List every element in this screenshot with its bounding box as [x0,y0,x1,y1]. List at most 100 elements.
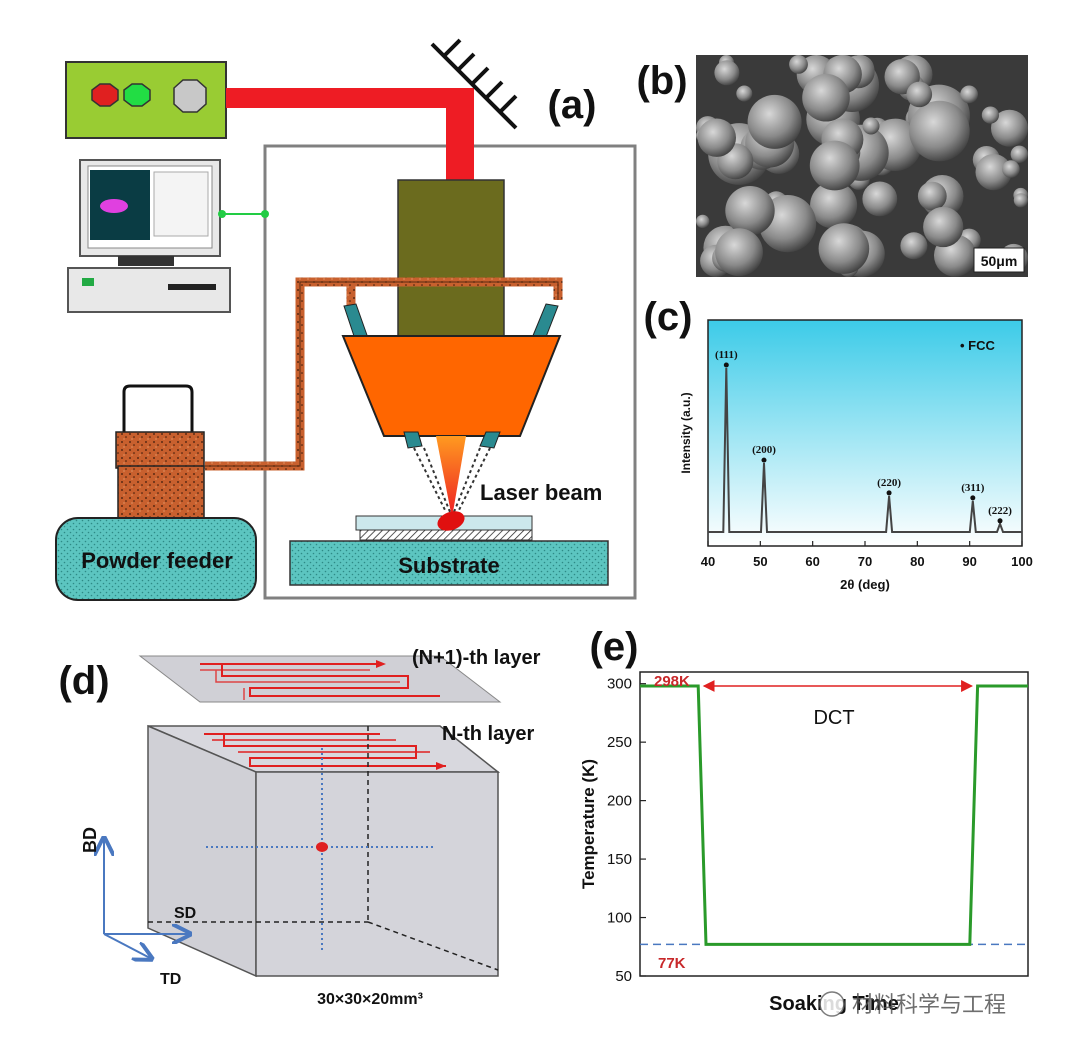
nozzle-tip-left [403,431,423,449]
powder-particle [736,85,753,102]
laser-path-horizontal [226,88,474,108]
xrd-x-tick-label: 50 [753,554,767,569]
xrd-peak-marker [970,495,976,501]
powder-particle [862,181,898,217]
xrd-x-tick-label: 60 [805,554,819,569]
xrd-x-tick-label: 100 [1011,554,1033,569]
computer-icon [67,159,231,313]
powder-particle [923,206,964,248]
watermark: 材料科学与工程 [819,991,1006,1017]
xrd-peak-marker [886,490,892,496]
77k-label: 77K [658,955,686,972]
dimensions-label: 30×30×20mm³ [317,991,423,1008]
temp-plot-area [639,671,1029,977]
temp-y-tick-label: 100 [607,910,632,927]
feeder-body [117,465,205,523]
layer-n-plus-1-label: (N+1)-th layer [412,647,541,669]
powder-particle [1002,160,1020,178]
powder-particle [725,186,775,236]
xrd-legend: • FCC [960,338,995,353]
powder-particle [810,181,858,229]
laser-beam-label: Laser beam [480,480,602,505]
powder-particle [809,140,860,191]
feeder-base [55,517,257,601]
nozzle-tip-right [479,431,501,449]
powder-particle [909,100,970,162]
powder-particle [975,154,1012,191]
powder-particle [696,214,710,229]
deposition-nozzle [341,335,562,437]
powder-particle [862,117,880,135]
melt-pool [437,511,465,531]
powder-particle [714,60,740,86]
powder-particle [697,118,736,157]
xrd-x-tick-label: 40 [701,554,715,569]
panel-label-a: (a) [548,83,597,127]
feeder-hopper [115,431,205,469]
link-node [261,210,269,218]
laser-beam-cone [436,436,466,518]
xrd-plot-area [707,319,1023,547]
watermark-text: 材料科学与工程 [852,992,1006,1017]
bd-label: BD [80,827,100,853]
scan-path-upper [200,663,440,697]
xrd-peak-marker [723,362,729,368]
powder-feeder-label: Powder feeder [81,548,233,573]
powder-particle [900,232,928,260]
scale-bar-label: 50μm [981,253,1018,269]
powder-particle [906,81,933,108]
laser-deposition-schematic: Substrate Laser beam Powder feeder (a) [55,38,637,601]
xrd-peak-label: (111) [715,349,738,361]
powder-particle [960,85,978,104]
temp-y-tick-label: 250 [607,734,632,751]
powder-particle [789,55,808,74]
sem-micrograph: (b) 50μm [636,54,1028,277]
298k-label: 298K [654,673,690,690]
laser-path-vertical [446,88,474,184]
powder-particle [818,223,870,274]
td-label: TD [160,971,181,988]
powder-particle [917,181,947,211]
panel-label-c: (c) [644,295,693,339]
powder-particle [991,109,1028,147]
temp-y-tick-label: 50 [615,968,632,985]
red-light-icon [91,83,119,107]
gray-button-icon [173,79,207,113]
layer-n-label: N-th layer [442,723,534,745]
substrate-label: Substrate [398,553,499,578]
powder-particle [715,228,763,277]
temp-y-tick-label: 200 [607,793,632,810]
xrd-x-tick-label: 90 [962,554,976,569]
layer-plate-n-plus-1 [138,655,502,703]
panel-label-d: (d) [58,659,109,703]
temp-y-tick-label: 300 [607,676,632,693]
powder-particle [747,94,802,149]
xrd-ylabel: Intensity (a.u.) [679,392,693,473]
substrate-block [289,540,609,586]
block-front-face [255,771,499,977]
xrd-pattern-line [708,367,1022,533]
temp-ylabel: Temperature (K) [579,759,598,889]
powder-particle [981,106,1000,124]
powder-particle [1013,193,1028,208]
xrd-peak-label: (200) [752,444,776,456]
wechat-icon [819,991,845,1017]
temp-y-tick-label: 150 [607,851,632,868]
xrd-x-tick-label: 80 [910,554,924,569]
hatched-base [359,529,533,541]
lens-column [397,179,505,337]
td-axis-arrow [103,933,150,958]
xrd-x-tick-label: 70 [858,554,872,569]
xrd-peak-label: (311) [961,482,985,494]
xrd-peak-marker [997,518,1003,524]
green-light-icon [123,83,151,107]
powder-particles [696,54,1028,277]
dct-label: DCT [813,707,854,729]
scan-path-lower [204,733,446,767]
powder-particle [802,73,850,122]
powder-particle [1010,145,1028,163]
xrd-peak-label: (222) [988,505,1012,517]
